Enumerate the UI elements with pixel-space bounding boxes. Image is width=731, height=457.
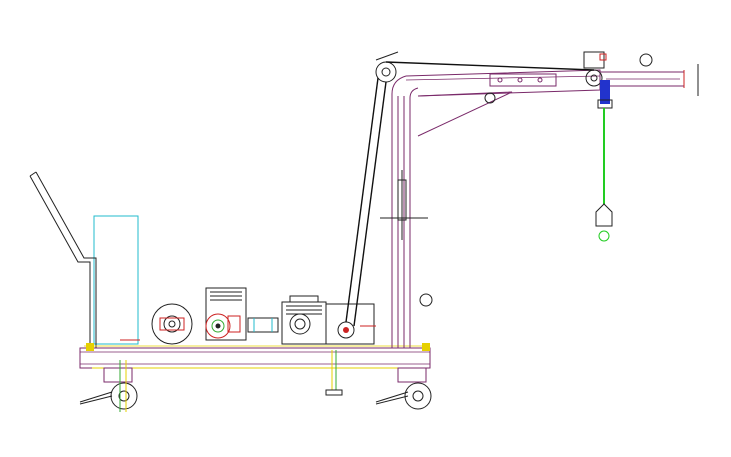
hook-block	[597, 80, 613, 109]
lifting-hook-icon	[595, 203, 613, 242]
crane-mast	[380, 75, 433, 348]
winch-gearbox	[205, 287, 247, 341]
wire-rope	[345, 61, 595, 327]
boom-gusset	[417, 91, 513, 137]
mast-top-sheave	[375, 51, 399, 83]
cable-drum	[151, 303, 193, 345]
shaft-coupling	[247, 317, 279, 333]
battery-box	[93, 215, 139, 345]
motor-pulley	[337, 321, 355, 339]
electric-motor	[281, 295, 375, 345]
base-chassis	[79, 343, 431, 369]
leveling-foot	[325, 350, 343, 396]
push-handle	[29, 171, 97, 348]
front-caster-wheel	[375, 367, 432, 410]
crane-boom	[405, 53, 699, 97]
red-detail-marks	[120, 325, 376, 341]
rear-caster-wheel	[79, 360, 138, 412]
